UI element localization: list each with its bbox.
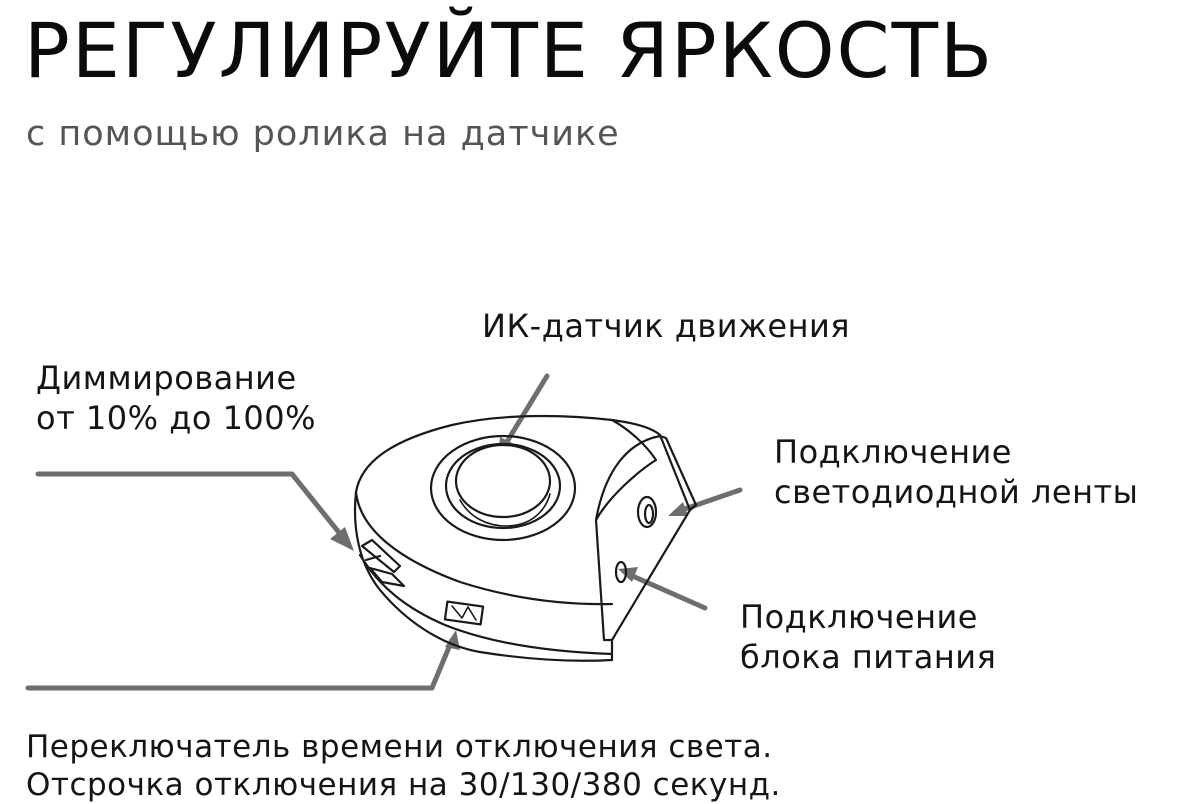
page-title: РЕГУЛИРУЙТЕ ЯРКОСТЬ — [24, 6, 995, 95]
connector-face — [594, 434, 692, 642]
led-strip-label: Подключение светодиодной ленты — [774, 432, 1138, 512]
power-unit-label-line1: Подключение — [740, 598, 978, 636]
dimming-label-line2: от 10% до 100% — [36, 399, 317, 437]
time-switch-line1: Переключатель времени отключения света. — [26, 729, 773, 765]
arrow-power-unit — [618, 567, 638, 582]
dimming-label-line1: Диммирование — [36, 359, 297, 397]
time-switch — [443, 600, 485, 626]
device-side-wall — [353, 490, 614, 662]
dimming-label: Диммирование от 10% до 100% — [36, 358, 316, 438]
leader-dimming — [35, 471, 348, 543]
power-unit-label: Подключение блока питания — [740, 597, 996, 677]
leader-lines — [25, 373, 743, 691]
sensor-device — [353, 414, 698, 662]
port-power-unit — [614, 560, 628, 584]
led-strip-label-line1: Подключение — [774, 433, 1012, 471]
leader-time-switch — [25, 637, 455, 691]
time-switch-description: Переключатель времени отключения света. … — [26, 728, 781, 804]
leader-power-unit — [625, 571, 708, 611]
led-strip-label-line2: светодиодной ленты — [774, 473, 1139, 511]
ir-sensor-label: ИК-датчик движения — [482, 307, 851, 345]
device-top-surface — [354, 414, 662, 494]
leader-ir-sensor — [502, 373, 550, 448]
dial-outer-ring — [429, 434, 577, 542]
arrow-led-strip — [668, 502, 688, 516]
port-led-strip — [636, 495, 658, 529]
power-unit-label-line2: блока питания — [740, 638, 997, 676]
page-subtitle: с помощью ролика на датчике — [26, 114, 620, 154]
leader-led-strip — [673, 487, 743, 515]
time-switch-line2: Отсрочка отключения на 30/130/380 секунд… — [26, 767, 781, 803]
dimmer-wheel — [360, 538, 402, 574]
arrow-dimming — [330, 527, 354, 551]
ir-lens — [454, 443, 552, 519]
